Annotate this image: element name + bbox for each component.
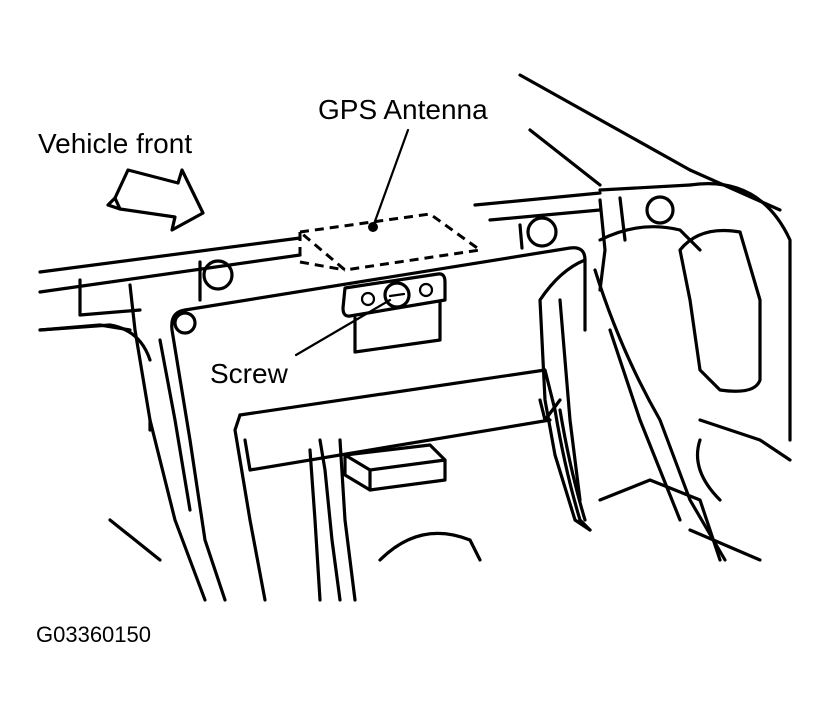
- antenna-point-icon: [368, 222, 378, 232]
- screw-head-icon: [383, 281, 411, 309]
- gps-antenna-label: GPS Antenna: [318, 94, 488, 125]
- seat-box: [343, 443, 447, 492]
- left-pillar: [38, 259, 234, 602]
- lower-left-body: [38, 323, 162, 562]
- leader-lines: [294, 128, 410, 357]
- roof-lines: [38, 73, 782, 294]
- vehicle-front-label: Vehicle front: [38, 128, 193, 159]
- antenna-bracket: [341, 272, 447, 354]
- right-pillar: [538, 182, 792, 562]
- figure-code: G03360150: [36, 622, 151, 647]
- rear-area: [233, 368, 592, 602]
- gps-antenna-outline: [296, 212, 484, 272]
- vehicle-front-arrow-icon: [106, 168, 205, 232]
- window-frame: [170, 216, 587, 602]
- screw-label: Screw: [210, 358, 288, 389]
